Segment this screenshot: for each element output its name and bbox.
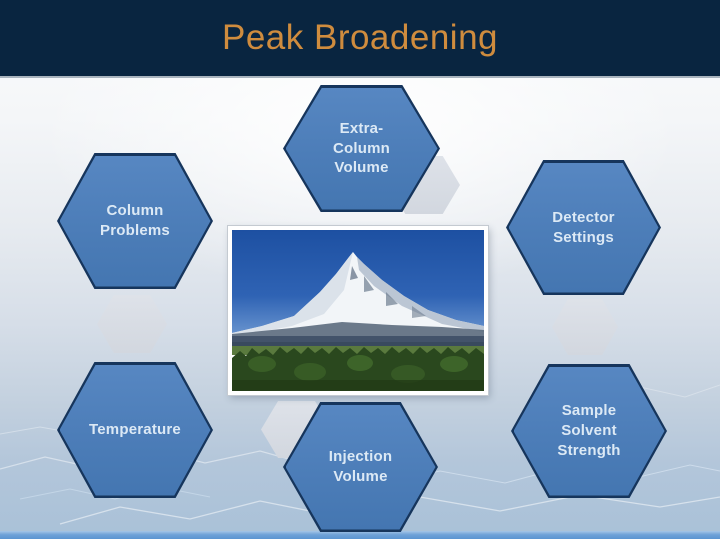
header-divider bbox=[0, 76, 720, 78]
hexagon-label: Temperature bbox=[89, 421, 181, 439]
hexagon-label: Detector Settings bbox=[552, 208, 615, 246]
hexagon-temperature: Temperature bbox=[57, 362, 213, 498]
hexagon-label: Injection Volume bbox=[328, 448, 393, 485]
hexagon-column-problems: Column Problems bbox=[57, 153, 213, 289]
slide-title: Peak Broadening bbox=[221, 18, 499, 57]
slide-header: Peak Broadening bbox=[0, 0, 720, 76]
hexagon-detector-settings: Detector Settings bbox=[506, 160, 661, 295]
shadow-hexagon-left bbox=[97, 295, 167, 353]
bottom-accent-bar bbox=[0, 531, 720, 539]
hexagon-label: Column Problems bbox=[100, 202, 170, 239]
hexagon-label: Extra- Column Volume bbox=[332, 119, 391, 177]
shadow-hexagon-right bbox=[552, 299, 618, 355]
hexagon-extra-column-volume: Extra- Column Volume bbox=[283, 85, 440, 212]
mountain-photo bbox=[228, 226, 488, 395]
hexagon-sample-solvent-strength: Sample Solvent Strength bbox=[511, 364, 667, 498]
mountain-photo-art bbox=[232, 230, 484, 391]
hexagon-label: Sample Solvent Strength bbox=[557, 402, 621, 459]
